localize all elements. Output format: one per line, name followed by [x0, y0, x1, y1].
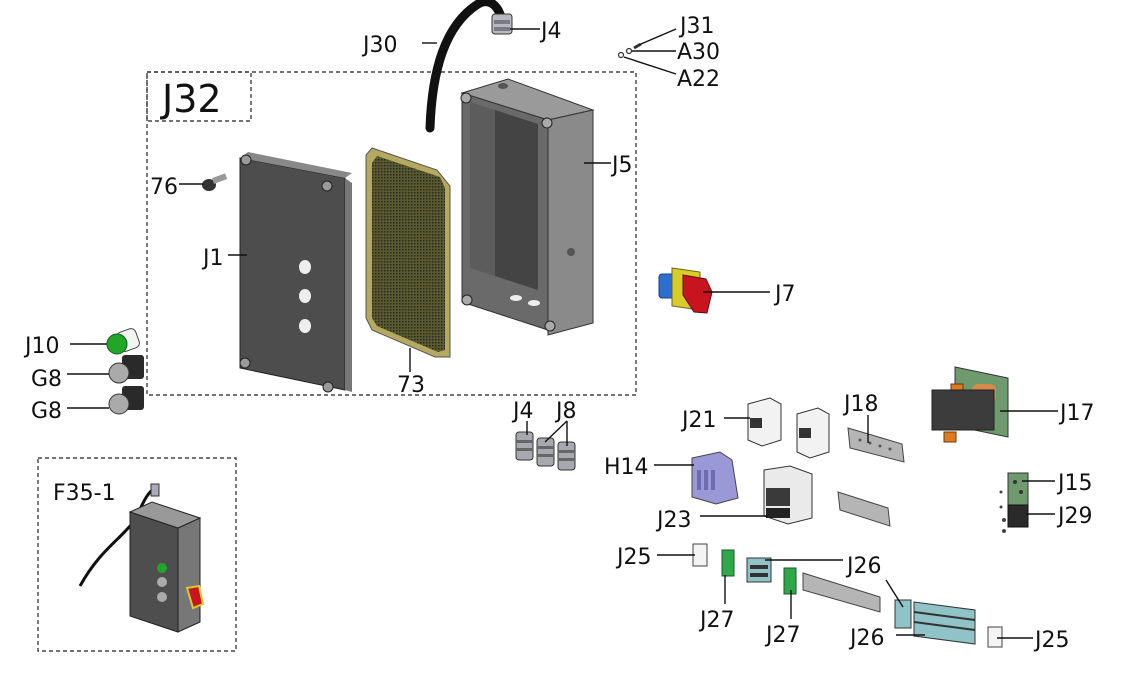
label-j23: J23 — [655, 508, 691, 533]
label-f35-1: F35-1 — [53, 481, 116, 506]
part-g8-pushbutton-b — [108, 386, 144, 415]
part-j1-lid — [239, 152, 352, 393]
label-j21: J21 — [680, 408, 716, 433]
label-j15: J15 — [1056, 471, 1092, 496]
label-73: 73 — [397, 373, 425, 398]
group-f35-1-frame — [37, 457, 237, 652]
part-screw-b — [999, 505, 1003, 509]
part-j26-terminal-left — [746, 557, 772, 583]
part-j25-end-stop-left — [692, 543, 708, 567]
part-screw-a — [999, 490, 1003, 494]
label-76: 76 — [150, 175, 178, 200]
part-j27-earth-terminal-left — [721, 549, 735, 577]
group-j32: J32 — [146, 71, 637, 396]
part-j30-cable — [425, 0, 505, 133]
group-f35-1: F35-1 — [37, 457, 237, 652]
label-j27-right: J27 — [764, 623, 800, 648]
part-a22-washer — [617, 51, 625, 59]
label-j8: J8 — [554, 399, 577, 424]
part-j23-mcb-3pole — [763, 465, 813, 525]
label-j26-top: J26 — [845, 554, 881, 579]
part-g8-pushbutton-a — [108, 355, 144, 384]
label-h14: H14 — [604, 455, 649, 480]
leader-j31 — [640, 28, 677, 45]
part-j21-mcb-b — [796, 407, 830, 459]
label-j7: J7 — [773, 282, 796, 307]
label-j26-bottom: J26 — [848, 626, 884, 651]
part-j5-enclosure-box — [460, 78, 595, 336]
group-j32-tag-frame — [146, 71, 252, 122]
part-j4-cable-gland-top — [491, 13, 513, 35]
label-j18: J18 — [842, 392, 878, 417]
part-j21-mcb-a — [747, 397, 782, 447]
part-j4-cable-gland-bottom — [515, 431, 534, 461]
part-j15-terminal-block — [1007, 472, 1029, 506]
part-j17-transformer — [931, 366, 1009, 443]
part-j31-screw — [633, 42, 642, 50]
part-j29-terminal-block — [1007, 504, 1029, 528]
part-din-rail-long — [802, 572, 881, 613]
part-j25-end-stop-right — [987, 626, 1003, 648]
part-73-mounting-plate — [365, 147, 451, 358]
label-j25-left: J25 — [615, 545, 651, 570]
part-screw-d — [1002, 529, 1006, 533]
part-j10-pilot-light — [106, 328, 140, 355]
part-screw-c — [1002, 518, 1006, 522]
label-j27-left: J27 — [698, 608, 734, 633]
label-a22: A22 — [677, 67, 720, 92]
part-h14-contactor — [691, 451, 739, 505]
leader-a22 — [623, 56, 677, 75]
label-g8-b: G8 — [31, 399, 62, 424]
part-din-rail-short — [837, 491, 891, 527]
part-a30-washer — [625, 47, 633, 55]
label-j5: J5 — [610, 153, 633, 178]
label-j10: J10 — [23, 334, 59, 359]
part-j26-terminal-strip — [894, 599, 976, 645]
part-76-screw — [202, 173, 228, 191]
label-j25-right: J25 — [1033, 628, 1069, 653]
label-j29: J29 — [1056, 504, 1092, 529]
label-j1: J1 — [201, 246, 224, 271]
label-j4-top: J4 — [539, 19, 562, 44]
part-j8-cable-gland-a — [536, 437, 555, 467]
leader-j8-a — [544, 420, 568, 443]
part-j8-cable-gland-b — [557, 441, 576, 471]
label-j30: J30 — [361, 33, 397, 58]
label-g8-a: G8 — [31, 367, 62, 392]
part-j27-earth-terminal-right — [783, 567, 797, 595]
label-a30: A30 — [677, 40, 720, 65]
label-j31: J31 — [678, 14, 714, 39]
label-j32: J32 — [160, 77, 222, 121]
part-j7-rotary-switch — [658, 267, 713, 314]
label-j17: J17 — [1058, 401, 1094, 426]
leader-j26-top-b — [885, 579, 904, 608]
part-j18-din-rail — [847, 427, 905, 463]
label-j4-bottom: J4 — [511, 399, 534, 424]
